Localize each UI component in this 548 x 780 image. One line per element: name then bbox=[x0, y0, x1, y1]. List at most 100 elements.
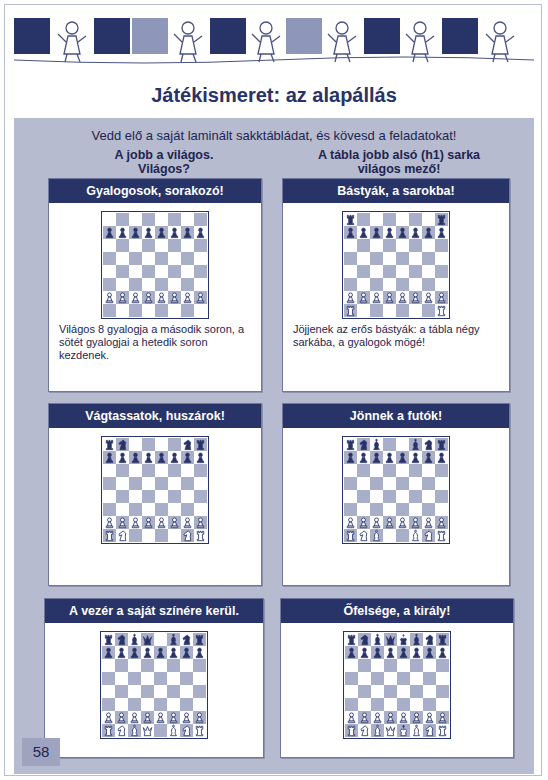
box-heading: A vezér a saját színére kerül. bbox=[45, 599, 263, 623]
chess-piece bbox=[439, 713, 446, 723]
chess-piece bbox=[118, 648, 125, 658]
column-heading: A jobb a világos. Világos? bbox=[100, 148, 228, 176]
chess-piece bbox=[184, 440, 191, 450]
chess-piece bbox=[183, 648, 190, 658]
chess-piece bbox=[360, 293, 367, 303]
chess-piece bbox=[171, 634, 177, 645]
chess-piece bbox=[106, 293, 113, 303]
chess-piece bbox=[184, 228, 191, 238]
chess-piece bbox=[386, 518, 393, 528]
chess-piece bbox=[438, 440, 445, 449]
chess-piece bbox=[171, 453, 178, 463]
chess-piece bbox=[171, 725, 177, 736]
chess-piece bbox=[183, 713, 190, 723]
page-number-box: 58 bbox=[22, 738, 60, 766]
chess-piece bbox=[184, 453, 191, 463]
task-panel: Vedd elő a saját laminált sakktábládat, … bbox=[14, 118, 534, 774]
chess-piece bbox=[171, 228, 178, 238]
chess-piece bbox=[438, 453, 445, 463]
chess-piece bbox=[412, 518, 419, 528]
chess-piece bbox=[374, 713, 381, 723]
chess-piece bbox=[361, 713, 368, 723]
chess-piece bbox=[426, 713, 433, 723]
chess-piece bbox=[106, 531, 113, 540]
chess-piece bbox=[361, 726, 368, 736]
chess-piece bbox=[347, 215, 354, 224]
chess-piece bbox=[158, 453, 165, 463]
box-heading: Vágtassatok, huszárok! bbox=[49, 404, 261, 428]
chess-piece bbox=[132, 293, 139, 303]
chess-piece bbox=[170, 713, 177, 723]
chess-board bbox=[101, 436, 209, 544]
chess-piece bbox=[438, 293, 445, 303]
chess-piece bbox=[348, 648, 355, 658]
chess-piece bbox=[414, 634, 420, 645]
chess-piece bbox=[184, 293, 191, 303]
chess-piece bbox=[439, 726, 446, 735]
chess-piece bbox=[412, 228, 419, 238]
chess-piece bbox=[426, 726, 433, 736]
chess-board bbox=[342, 436, 450, 544]
chess-piece bbox=[413, 530, 419, 541]
chess-piece bbox=[426, 648, 433, 658]
chess-piece bbox=[197, 440, 204, 449]
chess-piece bbox=[360, 531, 367, 541]
chess-piece bbox=[373, 228, 380, 238]
chess-piece bbox=[118, 635, 125, 645]
chess-piece bbox=[361, 635, 368, 645]
chess-piece bbox=[132, 518, 139, 528]
chess-piece bbox=[386, 727, 394, 736]
chess-piece bbox=[400, 713, 407, 723]
chess-piece bbox=[439, 648, 446, 658]
chess-piece bbox=[375, 725, 381, 736]
chess-piece bbox=[374, 530, 380, 541]
chess-piece bbox=[143, 636, 151, 645]
chess-piece bbox=[145, 518, 152, 528]
chess-piece bbox=[360, 518, 367, 528]
chess-piece bbox=[438, 306, 445, 315]
chess-piece bbox=[158, 293, 165, 303]
chess-piece bbox=[412, 293, 419, 303]
chess-piece bbox=[413, 439, 419, 450]
chess-piece bbox=[425, 440, 432, 450]
box-heading: Őfelsége, a király! bbox=[281, 599, 513, 623]
chess-piece bbox=[399, 293, 406, 303]
chess-piece bbox=[399, 453, 406, 463]
chess-piece bbox=[438, 531, 445, 540]
task-box: Vágtassatok, huszárok! bbox=[48, 403, 262, 586]
chess-piece bbox=[197, 453, 204, 463]
column-heading: A tábla jobb alsó (h1) sarka világos mez… bbox=[304, 148, 494, 176]
chess-piece bbox=[386, 636, 394, 645]
chess-piece bbox=[106, 228, 113, 238]
chess-piece bbox=[196, 635, 203, 644]
chess-piece bbox=[119, 453, 126, 463]
instruction-text: Vedd elő a saját laminált sakktábládat, … bbox=[14, 128, 534, 143]
chess-piece bbox=[105, 635, 112, 644]
chess-piece bbox=[132, 228, 139, 238]
chess-piece bbox=[184, 518, 191, 528]
chess-piece bbox=[118, 713, 125, 723]
chess-piece bbox=[373, 518, 380, 528]
chess-piece bbox=[439, 635, 446, 644]
chess-piece bbox=[386, 293, 393, 303]
chess-piece bbox=[131, 713, 138, 723]
page-title: Játékismeret: az alapállás bbox=[14, 84, 534, 107]
chess-piece bbox=[183, 635, 190, 645]
chess-piece bbox=[197, 531, 204, 540]
chess-piece bbox=[386, 453, 393, 463]
chess-piece bbox=[118, 726, 125, 736]
chess-piece bbox=[438, 215, 445, 224]
chess-piece bbox=[347, 306, 354, 315]
chess-piece bbox=[425, 518, 432, 528]
chess-piece bbox=[119, 531, 126, 541]
chess-piece bbox=[105, 713, 112, 723]
task-box: Bástyák, a sarokba!Jöjjenek az erős bást… bbox=[282, 178, 510, 392]
chess-piece bbox=[105, 726, 112, 735]
task-box: Őfelsége, a király! bbox=[280, 598, 514, 758]
chess-piece bbox=[196, 713, 203, 723]
chess-board bbox=[100, 631, 208, 739]
chess-piece bbox=[360, 228, 367, 238]
chess-piece bbox=[386, 228, 393, 238]
task-box: A vezér a saját színére kerül. bbox=[44, 598, 264, 758]
chess-piece bbox=[413, 713, 420, 723]
